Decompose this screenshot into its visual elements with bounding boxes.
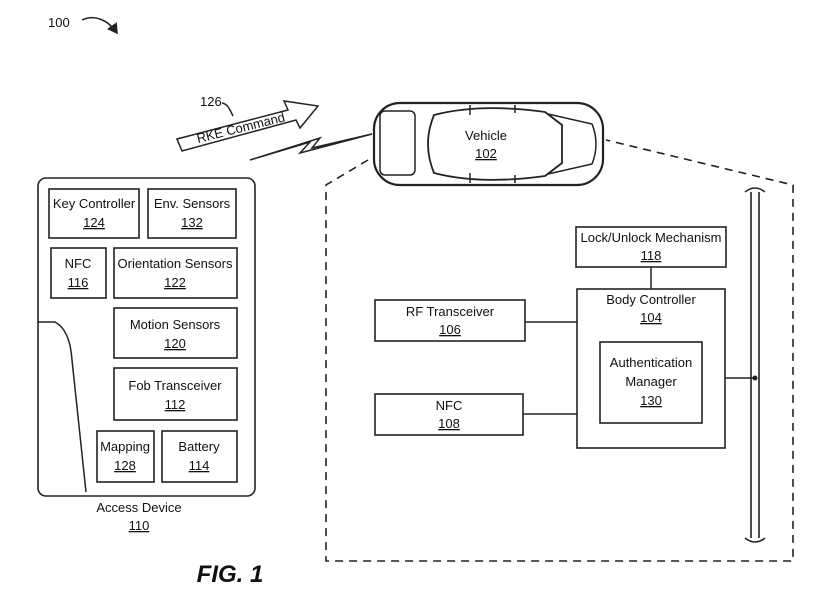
- access-device-grip-line: [38, 321, 87, 493]
- motion-sensors-box: Motion Sensors 120: [113, 307, 238, 359]
- lock-unlock-ref: 118: [641, 248, 662, 263]
- fob-transceiver-box: Fob Transceiver 112: [113, 367, 238, 421]
- orientation-sensors-ref: 122: [164, 275, 186, 290]
- orientation-sensors-label: Orientation Sensors: [118, 256, 233, 271]
- fob-transceiver-ref: 112: [165, 397, 186, 412]
- nfc-device-box: NFC 116: [50, 247, 107, 299]
- car-hood-icon: [547, 113, 597, 175]
- rke-ref: 126: [200, 94, 222, 109]
- rke-leader: [221, 102, 234, 117]
- bus-junction: [752, 375, 758, 381]
- nfc-vehicle-box: NFC 108: [374, 393, 524, 436]
- nfc-vehicle-ref: 108: [438, 416, 460, 431]
- body-controller-label: Body Controller: [606, 292, 696, 307]
- env-sensors-box: Env. Sensors 132: [147, 188, 237, 239]
- auth-manager-box: Authentication Manager 130: [599, 341, 703, 424]
- vehicle: Vehicle 102: [372, 101, 605, 187]
- battery-ref: 114: [189, 458, 210, 473]
- key-controller-box: Key Controller 124: [48, 188, 140, 239]
- auth-manager-line1: Authentication: [610, 355, 692, 370]
- battery-label: Battery: [178, 439, 220, 454]
- car-trunk-icon: [379, 110, 416, 176]
- mapping-ref: 128: [114, 458, 136, 473]
- vehicle-label: Vehicle: [465, 128, 507, 143]
- motion-sensors-ref: 120: [164, 336, 186, 351]
- fob-transceiver-label: Fob Transceiver: [128, 378, 222, 393]
- figure-pointer-arrow: [81, 16, 118, 35]
- rf-transceiver-ref: 106: [439, 322, 461, 337]
- vehicle-bus: [744, 187, 766, 543]
- key-controller-label: Key Controller: [53, 196, 136, 211]
- access-device-ref: 110: [129, 518, 150, 533]
- figure-caption: FIG. 1: [197, 561, 264, 588]
- rf-transceiver-box: RF Transceiver 106: [374, 299, 526, 342]
- auth-manager-line2: Manager: [625, 374, 677, 389]
- lock-unlock-label: Lock/Unlock Mechanism: [581, 230, 722, 245]
- mapping-label: Mapping: [100, 439, 150, 454]
- lock-unlock-box: Lock/Unlock Mechanism 118: [575, 226, 727, 268]
- nfc-vehicle-label: NFC: [436, 398, 463, 413]
- car-cabin-icon: [427, 107, 563, 181]
- battery-box: Battery 114: [161, 430, 238, 483]
- env-sensors-ref: 132: [181, 215, 203, 230]
- wireless-link-icon: [249, 133, 373, 161]
- rke-command-arrow: RKE Command 126: [175, 94, 320, 152]
- rke-command-label: RKE Command: [195, 110, 286, 146]
- motion-sensors-label: Motion Sensors: [130, 317, 221, 332]
- access-device-label: Access Device: [96, 500, 181, 515]
- figure-number: 100: [48, 15, 70, 30]
- rf-transceiver-label: RF Transceiver: [406, 304, 495, 319]
- auth-manager-ref: 130: [640, 393, 662, 408]
- orientation-sensors-box: Orientation Sensors 122: [113, 247, 238, 299]
- nfc-device-label: NFC: [65, 256, 92, 271]
- vehicle-system-boundary: [325, 139, 794, 562]
- mapping-box: Mapping 128: [96, 430, 155, 483]
- env-sensors-label: Env. Sensors: [154, 196, 231, 211]
- vehicle-ref: 102: [475, 146, 497, 161]
- nfc-device-ref: 116: [68, 275, 89, 290]
- body-controller-ref: 104: [640, 310, 662, 325]
- key-controller-ref: 124: [83, 215, 105, 230]
